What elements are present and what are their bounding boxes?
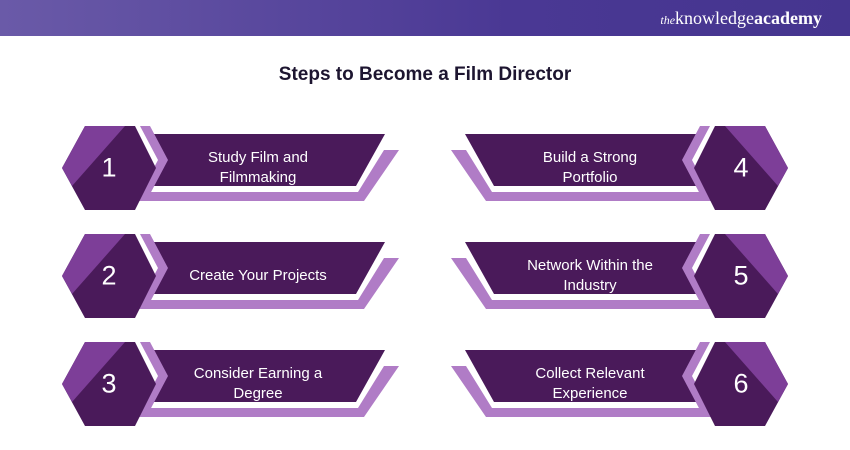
step-label: Collect Relevant Experience xyxy=(535,365,645,402)
step-label: Create Your Projects xyxy=(189,267,327,284)
hexagon-highlight xyxy=(725,126,788,186)
banner xyxy=(150,134,385,186)
banner-shadow xyxy=(451,366,712,417)
hexagon-highlight xyxy=(725,342,788,402)
step-label: Consider Earning a Degree xyxy=(193,365,323,402)
page-title: Steps to Become a Film Director xyxy=(278,64,572,85)
step-number: 4 xyxy=(733,152,749,183)
step-5-shape xyxy=(451,234,788,318)
banner-shadow xyxy=(451,150,712,201)
step-number: 2 xyxy=(101,260,117,291)
brand-logo[interactable]: theknowledgeacademy xyxy=(660,8,822,29)
header-bar: theknowledgeacademy xyxy=(0,0,850,36)
hexagon-highlight xyxy=(62,342,125,402)
hexagon-highlight xyxy=(62,126,125,186)
chevron-accent xyxy=(682,234,710,302)
banner-shadow xyxy=(138,150,399,201)
banner-shadow xyxy=(138,366,399,417)
banner-shadow xyxy=(451,258,712,309)
step-number: 6 xyxy=(733,368,749,399)
step-2-shape xyxy=(62,234,399,318)
chevron-accent xyxy=(682,126,710,194)
chevron-accent xyxy=(140,234,168,302)
step-label: Network Within the Industry xyxy=(527,257,653,294)
step-number: 1 xyxy=(101,152,117,183)
banner xyxy=(150,350,385,402)
hexagon-highlight xyxy=(62,234,125,294)
hexagon-highlight xyxy=(725,234,788,294)
banner xyxy=(465,242,700,294)
step-label: Study Film and Filmmaking xyxy=(207,149,309,186)
chevron-accent xyxy=(682,342,710,410)
step-number: 5 xyxy=(733,260,749,291)
banner xyxy=(150,242,385,294)
chevron-accent xyxy=(140,126,168,194)
step-1-shape xyxy=(62,126,399,210)
step-4-shape xyxy=(451,126,788,210)
step-label: Build a Strong Portfolio xyxy=(542,149,638,186)
step-6-shape xyxy=(451,342,788,426)
banner-shadow xyxy=(138,258,399,309)
step-number: 3 xyxy=(101,368,117,399)
banner xyxy=(465,134,700,186)
logo-main: knowledge xyxy=(675,8,755,28)
step-3-shape xyxy=(62,342,399,426)
chevron-accent xyxy=(140,342,168,410)
logo-suffix: academy xyxy=(754,8,822,28)
logo-prefix: the xyxy=(660,13,676,27)
banner xyxy=(465,350,700,402)
